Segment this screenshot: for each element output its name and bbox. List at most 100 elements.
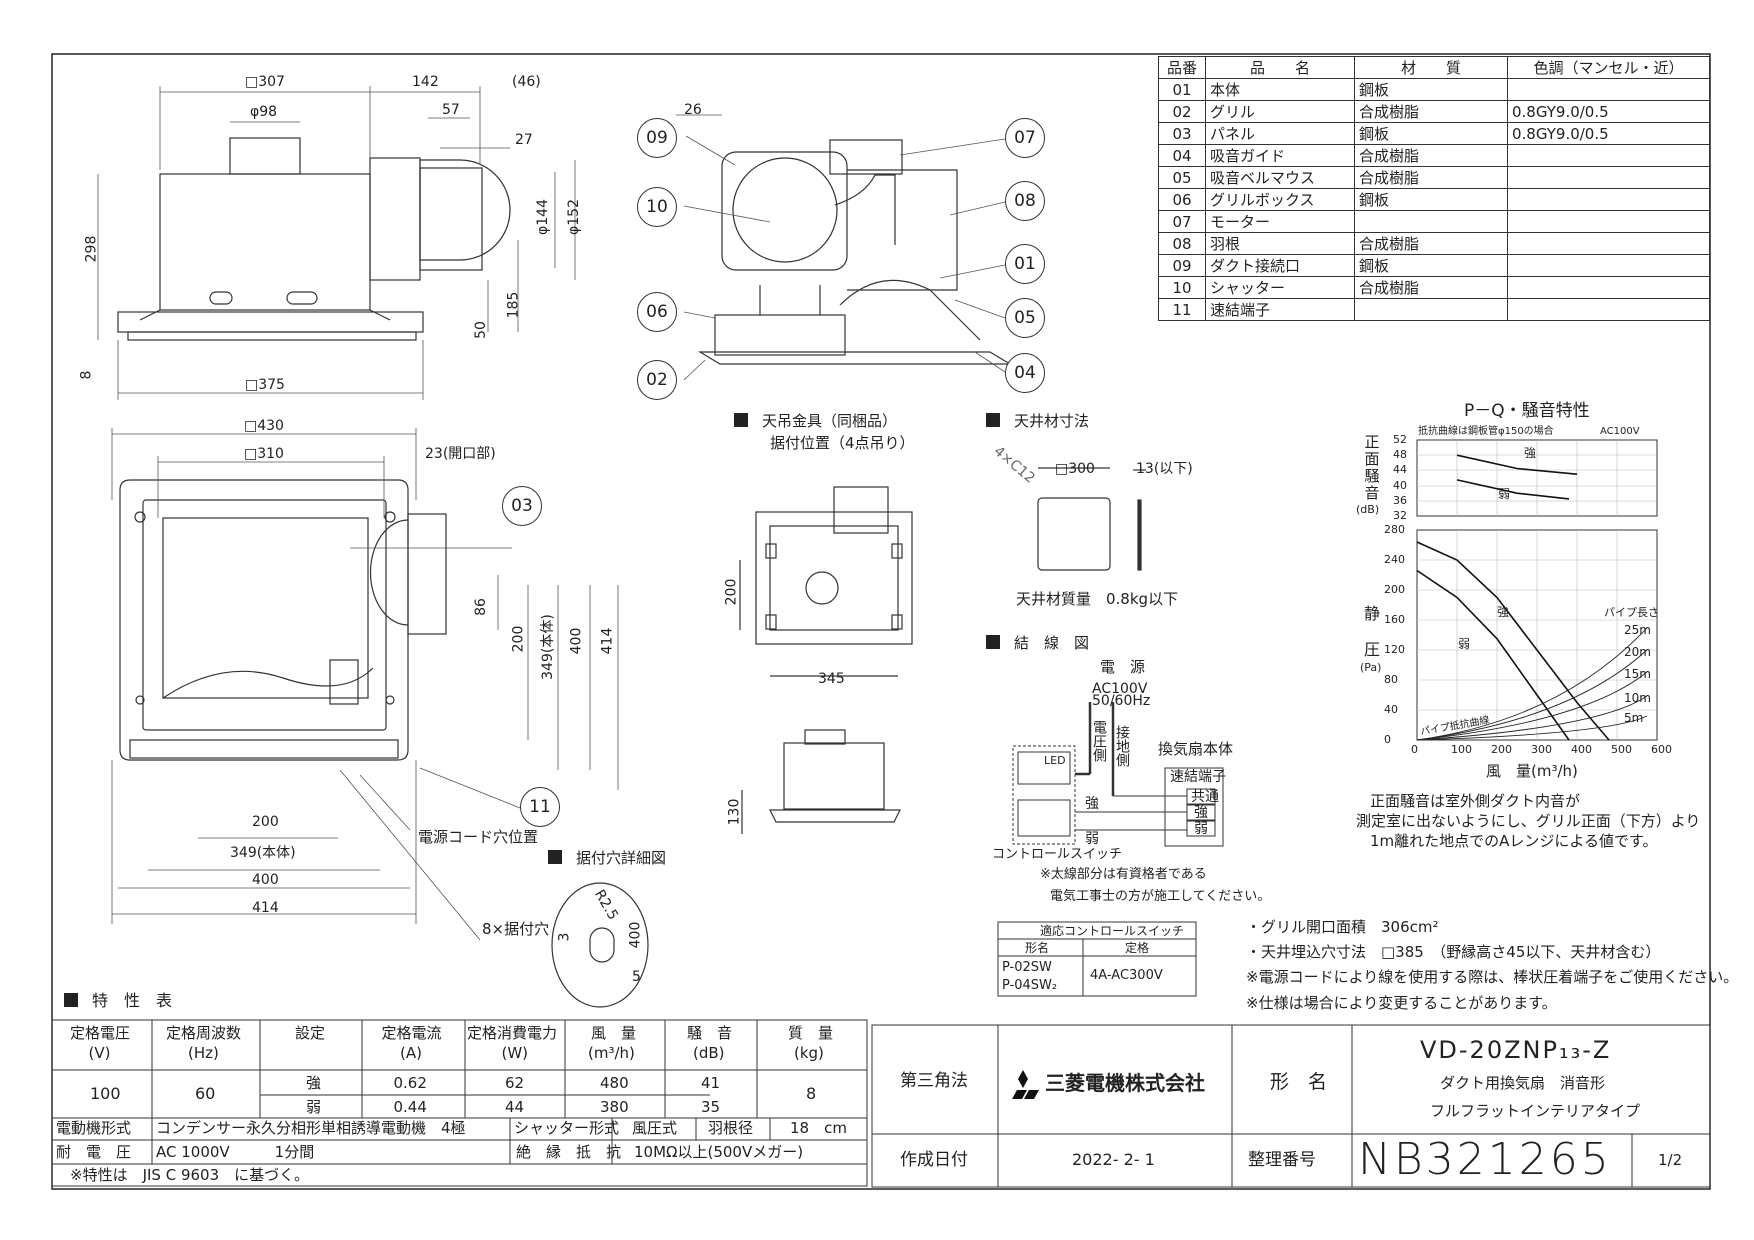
spec-table-grid — [51, 1019, 868, 1187]
spec-note-2: ・天井埋込穴寸法 □385 （野縁高さ45以下、天井材含む） — [1246, 943, 1661, 961]
col-part-no: 品番 — [1158, 56, 1206, 79]
section-marker-icon — [986, 635, 1000, 649]
noise-tick: 44 — [1393, 463, 1407, 477]
projection-method: 第三角法 — [900, 1071, 968, 1091]
wiring-terminal: 速結端子 — [1170, 769, 1226, 785]
dim-414-v: 414 — [599, 627, 616, 655]
part-name: 速結端子 — [1205, 298, 1355, 321]
chart-note-2: 測定室に出ないようにし、グリル正面（下方）より — [1356, 812, 1701, 830]
spec-note-1: ・グリル開口面積 306cm² — [1246, 918, 1439, 936]
part-no: 03 — [1158, 122, 1206, 145]
part-no: 01 — [1158, 78, 1206, 101]
dim-375: □375 — [245, 377, 285, 393]
spec-cell: 35 — [701, 1098, 721, 1116]
switch-table-title: 適応コントロールスイッチ — [1040, 924, 1185, 938]
press-tick: 160 — [1384, 613, 1405, 626]
wiring-live: 電圧側 — [1091, 720, 1107, 762]
callout-11: 11 — [520, 787, 560, 827]
exploded-leaders — [676, 114, 1006, 381]
part-material: 鋼板 — [1354, 188, 1508, 211]
spec-cell: 480 — [600, 1074, 629, 1092]
spec-header: 定格消費電力 — [467, 1024, 558, 1042]
switch-table-h2: 定格 — [1125, 941, 1150, 955]
dim-200-h: 200 — [252, 814, 279, 830]
part-color — [1507, 276, 1710, 299]
part-color — [1507, 166, 1710, 189]
section-marker-icon — [548, 850, 562, 864]
spec-header: 定格電流 — [381, 1024, 442, 1042]
pressure-curve-strong — [1416, 541, 1610, 741]
part-material — [1354, 298, 1508, 321]
ceiling-title-text: 天井材寸法 — [1014, 412, 1090, 430]
wiring-strong-label: 強 — [1085, 796, 1099, 812]
hanger-drawing — [739, 486, 913, 834]
dim-400-h: 400 — [252, 872, 279, 888]
press-tick: 240 — [1384, 553, 1405, 566]
part-name: グリルボックス — [1205, 188, 1355, 211]
spec-header: 設定 — [295, 1024, 326, 1042]
part-material: 鋼板 — [1354, 122, 1508, 145]
power-hole-callout: 電源コード穴位置 — [418, 828, 539, 846]
mount-detail-title: 据付穴詳細図 — [548, 850, 666, 866]
wiring-freq: 50/60Hz — [1092, 693, 1151, 709]
mount-detail-title-text: 据付穴詳細図 — [576, 849, 667, 867]
spec-blade-label: 羽根径 — [708, 1119, 754, 1137]
callout-02: 02 — [637, 360, 677, 400]
section-marker-icon — [64, 993, 78, 1007]
spec-shutter: 風圧式 — [632, 1119, 678, 1137]
part-no: 11 — [1158, 298, 1206, 321]
pq-note: 抵抗曲線は鋼板管φ150の場合 — [1418, 426, 1554, 437]
switch-table-h1: 形名 — [1025, 941, 1050, 955]
spec-unit: (W) — [501, 1044, 529, 1062]
part-name: 本体 — [1205, 78, 1355, 101]
title-block-grid — [871, 1024, 1711, 1188]
part-material: 鋼板 — [1354, 78, 1508, 101]
press-tick: 80 — [1384, 673, 1398, 686]
spec-freq: 60 — [195, 1084, 216, 1103]
dim-50: 50 — [472, 321, 489, 339]
hanger-title-text: 天吊金具（同梱品） — [762, 412, 898, 430]
part-no: 08 — [1158, 232, 1206, 255]
spec-withstand-label: 耐 電 圧 — [56, 1143, 132, 1161]
dim-26: 26 — [684, 102, 702, 118]
wiring-title-text: 結 線 図 — [1014, 634, 1090, 652]
wiring-led: LED — [1044, 754, 1066, 767]
dim-opening: 23(開口部) — [425, 446, 496, 462]
spec-cell: 380 — [600, 1098, 629, 1116]
callout-09: 09 — [637, 118, 677, 158]
dim-mount-400: 400 — [627, 921, 644, 949]
part-name: 吸音ベルマウス — [1205, 166, 1355, 189]
page-number: 1/2 — [1658, 1151, 1683, 1169]
wiring-ground: 接地側 — [1114, 725, 1130, 767]
dim-27: 27 — [515, 132, 533, 148]
specs-title: 特 性 表 — [64, 993, 172, 1009]
ceiling-board-drawing — [1037, 467, 1146, 571]
callout-07: 07 — [1005, 118, 1045, 158]
part-color — [1507, 188, 1710, 211]
callout-05: 05 — [1005, 298, 1045, 338]
spec-insul-label: 絶 縁 抵 抗 — [516, 1143, 622, 1161]
part-name: パネル — [1205, 122, 1355, 145]
pq-title: P－Q・騒音特性 — [1464, 401, 1590, 421]
model-desc-2: フルフラットインテリアタイプ — [1430, 1102, 1641, 1120]
dim-8: 8 — [78, 370, 95, 380]
dim-hanger-345: 345 — [818, 671, 845, 687]
dim-3: 3 — [556, 932, 573, 942]
x-tick: 0 — [1411, 743, 1418, 756]
press-tick: 280 — [1384, 523, 1405, 536]
spec-cell: 41 — [701, 1074, 721, 1092]
part-material: 合成樹脂 — [1354, 276, 1508, 299]
pq-xlabel: 風 量(m³/h) — [1486, 762, 1578, 780]
wiring-drawing — [1012, 702, 1224, 847]
wiring-term-strong: 強 — [1194, 805, 1208, 821]
spec-motor: コンデンサー永久分相形単相誘導電動機 4極 — [156, 1119, 466, 1137]
press-ylabel: 静圧 — [1364, 596, 1380, 668]
pipe-length-label: 25m — [1624, 623, 1651, 637]
